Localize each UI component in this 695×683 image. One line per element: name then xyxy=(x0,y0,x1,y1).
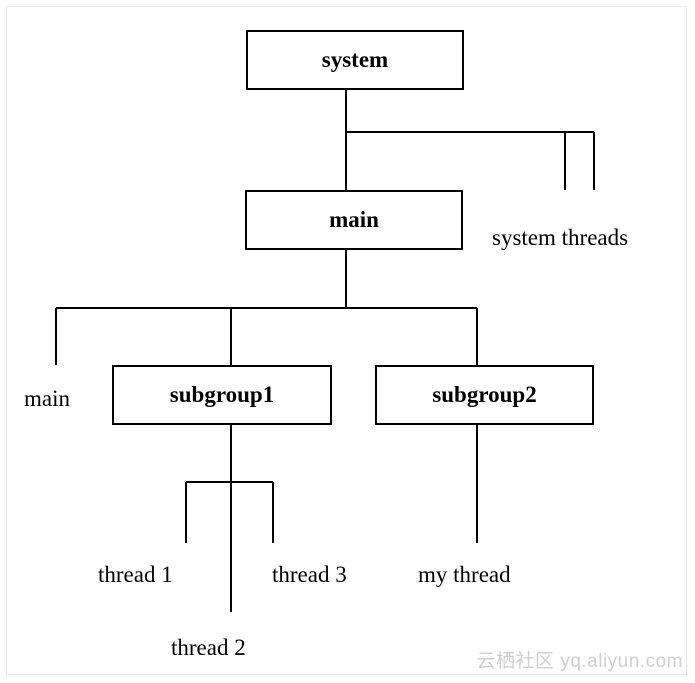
watermark: 云栖社区 yq.aliyun.com xyxy=(476,651,683,672)
node-subgroup2: subgroup2 xyxy=(375,365,594,425)
leaf-thread1: thread 1 xyxy=(98,562,173,587)
node-system: system xyxy=(246,30,464,90)
leaf-my-thread: my thread xyxy=(418,562,511,587)
diagram-frame xyxy=(6,6,687,675)
leaf-thread2: thread 2 xyxy=(171,635,246,660)
node-subgroup1: subgroup1 xyxy=(112,365,332,425)
leaf-system-threads: system threads xyxy=(492,225,629,250)
leaf-main-thread: main xyxy=(24,386,70,411)
node-main: main xyxy=(245,190,463,250)
leaf-thread3: thread 3 xyxy=(272,562,347,587)
